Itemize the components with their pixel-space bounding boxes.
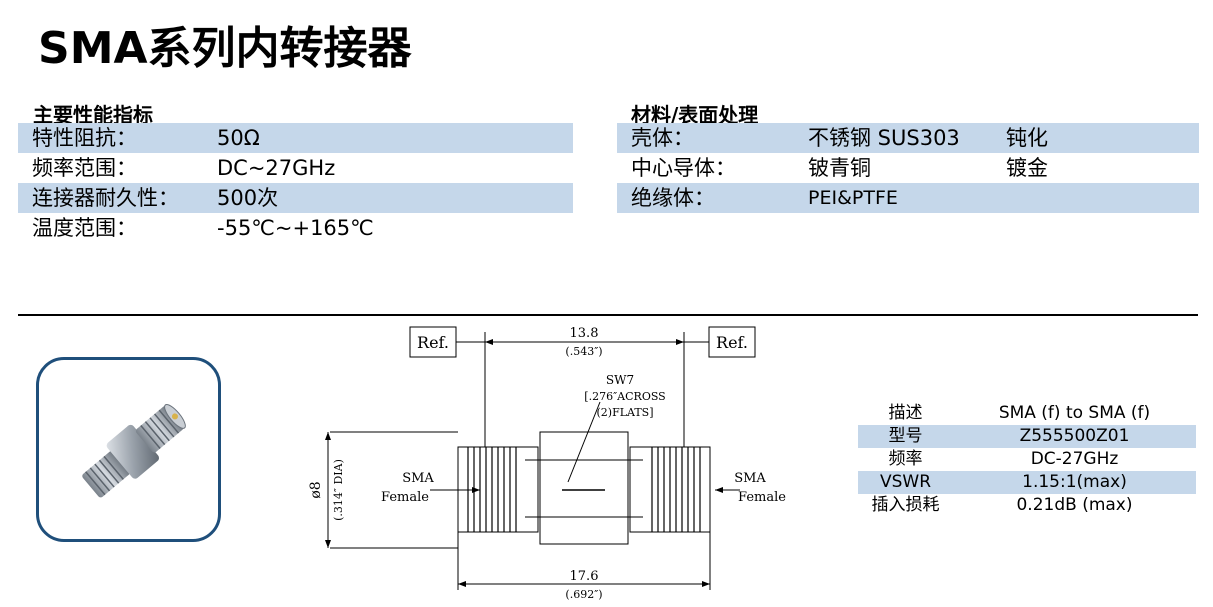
spec-row: 特性阻抗： 50Ω	[18, 123, 573, 153]
spec-value: 50Ω	[217, 126, 260, 150]
spec-key: 描述	[888, 403, 923, 423]
spec-key: VSWR	[879, 472, 932, 492]
spec-row: 频率范围： DC~27GHz	[18, 153, 573, 183]
spec-val: SMA (f) to SMA (f)	[998, 403, 1151, 423]
spec-table-row: 频率 DC-27GHz	[858, 448, 1196, 471]
spec-value: 500次	[217, 186, 279, 210]
material-value: 不锈钢 SUS303	[808, 126, 960, 150]
sw-detail-1: [.276″ACROSS	[584, 390, 665, 403]
material-label: 壳体：	[631, 126, 694, 150]
material-finish: 镀金	[1006, 156, 1048, 180]
spec-value: -55℃~+165℃	[217, 216, 374, 240]
spec-table-row: 型号 Z555500Z01	[858, 425, 1196, 448]
spec-val: 0.21dB (max)	[1016, 495, 1133, 515]
spec-table-row: 插入损耗 0.21dB (max)	[858, 494, 1196, 517]
material-row: 绝缘体： PEI&PTFE	[617, 183, 1199, 213]
dim-bottom: 17.6	[570, 569, 599, 584]
material-value: 铍青铜	[808, 156, 871, 180]
spec-label: 温度范围：	[32, 216, 137, 240]
spec-table-row: VSWR 1.15:1(max)	[858, 471, 1196, 494]
spec-key: 型号	[888, 426, 923, 446]
spec-label: 连接器耐久性：	[32, 186, 179, 210]
spec-row: 温度范围： -55℃~+165℃	[18, 213, 573, 243]
spec-val: DC-27GHz	[1030, 449, 1119, 469]
ref-label-right: Ref.	[716, 333, 748, 352]
spec-label: 特性阻抗：	[32, 126, 137, 150]
material-finish: 钝化	[1006, 126, 1048, 150]
spec-key: 频率	[888, 449, 923, 469]
sw-label: SW7	[606, 373, 634, 387]
section-divider	[18, 314, 1198, 316]
spec-row: 连接器耐久性： 500次	[18, 183, 573, 213]
spec-key: 插入损耗	[871, 495, 940, 515]
material-label: 中心导体：	[631, 156, 736, 180]
material-value: PEI&PTFE	[808, 187, 898, 209]
dia-inch: (.314″ DIA)	[332, 459, 345, 521]
dim-bottom-inch: (.692″)	[565, 588, 602, 601]
ref-label-left: Ref.	[417, 333, 449, 352]
right-end-type: SMA	[734, 471, 766, 486]
material-row: 中心导体： 铍青铜 镀金	[617, 153, 1199, 183]
right-end-gender: Female	[738, 490, 786, 505]
dia-label: ø8	[308, 481, 324, 498]
dim-top-inch: (.543″)	[565, 345, 602, 358]
dim-top: 13.8	[570, 326, 599, 341]
left-end-type: SMA	[402, 471, 434, 486]
spec-val: 1.15:1(max)	[1022, 472, 1127, 492]
material-row: 壳体： 不锈钢 SUS303 钝化	[617, 123, 1199, 153]
spec-label: 频率范围：	[32, 156, 137, 180]
product-photo	[36, 357, 221, 542]
spec-value: DC~27GHz	[217, 156, 336, 180]
spec-table-row: 描述 SMA (f) to SMA (f)	[858, 402, 1196, 425]
spec-val: Z555500Z01	[1019, 426, 1130, 446]
page-title: SMA系列内转接器	[38, 23, 412, 74]
technical-drawing: Ref. Ref. 13.8 (.543″) SW7 [.276″ACROSS …	[308, 326, 786, 601]
sw-detail-2: (2)FLATS]	[596, 406, 653, 419]
left-end-gender: Female	[381, 490, 429, 505]
material-label: 绝缘体：	[631, 186, 715, 210]
